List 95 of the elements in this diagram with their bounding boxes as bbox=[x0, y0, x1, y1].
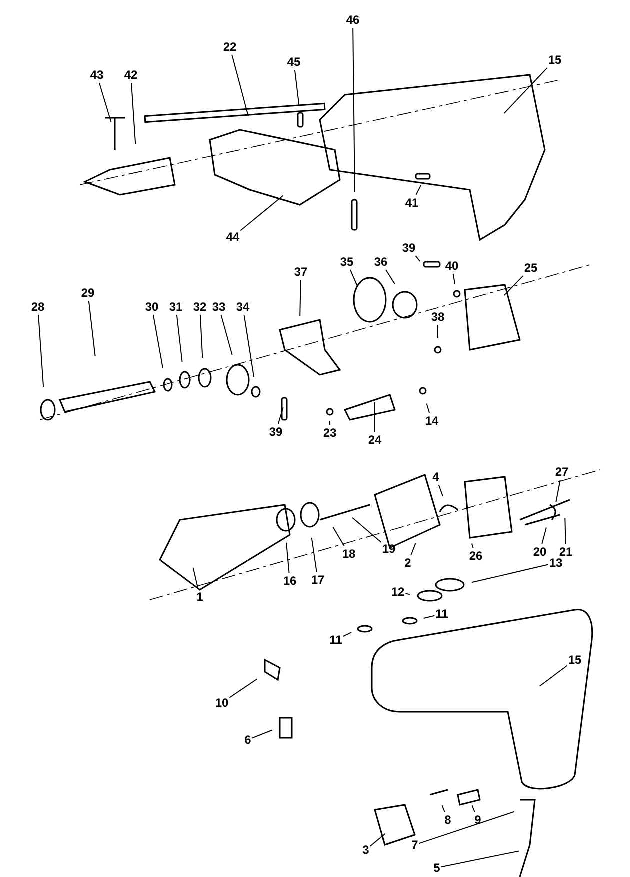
leader-line bbox=[374, 402, 376, 432]
callout-number: 28 bbox=[31, 300, 45, 314]
leader-line bbox=[415, 256, 421, 262]
leader-line bbox=[232, 54, 249, 117]
leader-line bbox=[452, 274, 456, 285]
leader-line bbox=[472, 805, 476, 812]
leader-line bbox=[504, 68, 548, 114]
callout-number: 13 bbox=[549, 556, 563, 570]
callout-number: 45 bbox=[287, 55, 301, 69]
leader-line bbox=[98, 82, 112, 123]
callout-number: 33 bbox=[212, 300, 226, 314]
callout-number: 26 bbox=[469, 549, 483, 563]
callout-number: 36 bbox=[374, 255, 388, 269]
leader-line bbox=[352, 517, 382, 543]
callout-number: 7 bbox=[412, 838, 418, 852]
leader-line bbox=[240, 195, 284, 232]
callout-number: 29 bbox=[81, 286, 95, 300]
callout-number: 42 bbox=[124, 68, 138, 82]
leader-line bbox=[300, 280, 302, 316]
callout-number: 8 bbox=[444, 813, 452, 827]
callout-number: 25 bbox=[524, 261, 538, 275]
leader-line bbox=[426, 403, 430, 414]
leader-line bbox=[410, 543, 416, 556]
callout-number: 14 bbox=[425, 414, 439, 428]
leader-line bbox=[192, 567, 199, 590]
callout-number: 17 bbox=[311, 573, 325, 587]
callout-number: 3 bbox=[362, 843, 370, 857]
callout-number: 12 bbox=[391, 585, 405, 599]
callout-number: 27 bbox=[555, 465, 569, 479]
leader-line bbox=[471, 564, 549, 584]
callout-number: 1 bbox=[196, 590, 204, 604]
callout-number: 11 bbox=[330, 633, 342, 647]
callout-number: 34 bbox=[236, 300, 250, 314]
callout-number: 6 bbox=[244, 733, 252, 747]
leader-line bbox=[438, 484, 444, 497]
leader-line bbox=[542, 527, 547, 544]
callout-number: 39 bbox=[402, 241, 416, 255]
callout-number: 38 bbox=[431, 310, 445, 324]
callout-number: 31 bbox=[169, 300, 183, 314]
leader-line bbox=[38, 314, 44, 388]
callout-number: 43 bbox=[90, 68, 104, 82]
leader-line bbox=[244, 314, 255, 378]
callout-number: 15 bbox=[548, 53, 562, 67]
callout-number: 21 bbox=[559, 545, 573, 559]
callout-number: 20 bbox=[533, 545, 547, 559]
callout-number: 5 bbox=[434, 861, 440, 875]
callout-number: 4 bbox=[432, 470, 440, 484]
leader-line bbox=[352, 28, 356, 192]
leader-line bbox=[342, 632, 352, 637]
leader-line bbox=[539, 665, 568, 687]
leader-line bbox=[229, 678, 258, 698]
leader-line bbox=[471, 543, 474, 548]
leader-line bbox=[88, 300, 96, 357]
callout-number: 18 bbox=[342, 547, 356, 561]
callout-number: 10 bbox=[215, 696, 229, 710]
leader-line bbox=[405, 593, 411, 596]
leader-line bbox=[504, 275, 524, 296]
callout-number: 11 bbox=[436, 607, 448, 621]
leader-line bbox=[564, 518, 566, 544]
callout-number: 22 bbox=[223, 40, 237, 54]
leader-line bbox=[556, 480, 561, 503]
leader-line bbox=[294, 70, 300, 107]
callout-number: 40 bbox=[445, 259, 459, 273]
callout-number: 23 bbox=[323, 426, 337, 440]
leader-line bbox=[131, 82, 136, 145]
callout-number: 15 bbox=[568, 653, 582, 667]
leader-line bbox=[286, 542, 290, 574]
callout-number: 9 bbox=[474, 813, 482, 827]
leader-line bbox=[418, 811, 515, 844]
callout-number: 16 bbox=[283, 574, 297, 588]
callout-number: 46 bbox=[346, 13, 360, 27]
leader-line bbox=[311, 537, 318, 572]
callout-number: 32 bbox=[193, 300, 207, 314]
leader-line bbox=[442, 805, 446, 812]
leader-line bbox=[252, 730, 273, 739]
leader-line bbox=[332, 526, 345, 546]
leader-line bbox=[200, 314, 204, 358]
leader-line bbox=[176, 314, 183, 363]
leader-line bbox=[152, 314, 164, 369]
leader-line bbox=[440, 850, 520, 868]
callout-number: 24 bbox=[368, 433, 382, 447]
leader-line bbox=[416, 184, 422, 196]
callout-number: 37 bbox=[294, 265, 308, 279]
callout-number: 41 bbox=[405, 196, 419, 210]
leader-line bbox=[423, 615, 436, 620]
callout-number: 44 bbox=[226, 230, 240, 244]
leader-line bbox=[278, 407, 284, 424]
callout-number: 35 bbox=[340, 255, 354, 269]
leader-line bbox=[350, 270, 358, 287]
callout-number: 39 bbox=[269, 425, 283, 439]
leader-line bbox=[386, 270, 396, 284]
callout-number: 30 bbox=[145, 300, 159, 314]
leader-line bbox=[220, 314, 233, 356]
leader-line bbox=[370, 833, 386, 847]
callout-number: 2 bbox=[404, 556, 412, 570]
